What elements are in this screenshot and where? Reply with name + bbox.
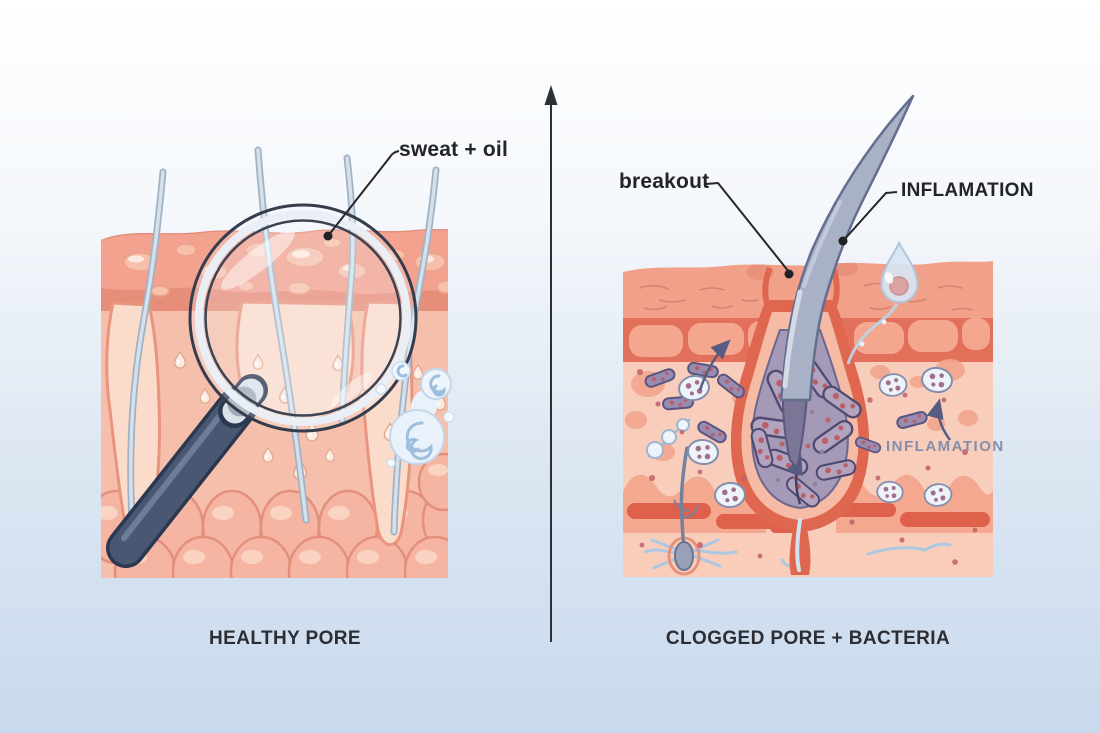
pimple-channel: [846, 303, 899, 365]
caption-healthy-pore: HEALTHY PORE: [209, 628, 361, 649]
bead-chain: [646, 418, 691, 459]
magnifying-glass: [106, 203, 418, 568]
leader-line-sweat-oil: [327, 150, 400, 237]
leader-dot-inflamation: [838, 236, 848, 246]
left-panel-illustration: [101, 146, 455, 578]
caption-clogged-pore: CLOGGED PORE + BACTERIA: [665, 628, 951, 649]
pimple-blister: [846, 240, 919, 365]
inflammation-arrows: [698, 339, 952, 441]
soap-bubbles: [375, 361, 455, 468]
magnifier-lens: [188, 203, 418, 433]
label-sweat-oil: sweat + oil: [399, 138, 508, 161]
hair-follicle-small: [667, 446, 701, 576]
leader-line-breakout: [705, 181, 790, 273]
arrowhead-up-icon: [544, 85, 558, 105]
red-dots: [637, 369, 978, 565]
leader-dot-sweat-oil: [323, 231, 333, 241]
divider-arrow: [544, 85, 558, 642]
label-inflamation-inner: INFLAMATION: [886, 438, 1005, 455]
leader-line-inflamation: [842, 191, 898, 242]
oil-droplets: [123, 237, 448, 297]
hair-strand-large: [779, 94, 915, 402]
label-inflamation: INFLAMATION: [901, 180, 1034, 201]
label-breakout: breakout: [619, 170, 710, 193]
right-panel-illustration: [623, 94, 993, 577]
leader-dot-breakout: [784, 269, 794, 279]
